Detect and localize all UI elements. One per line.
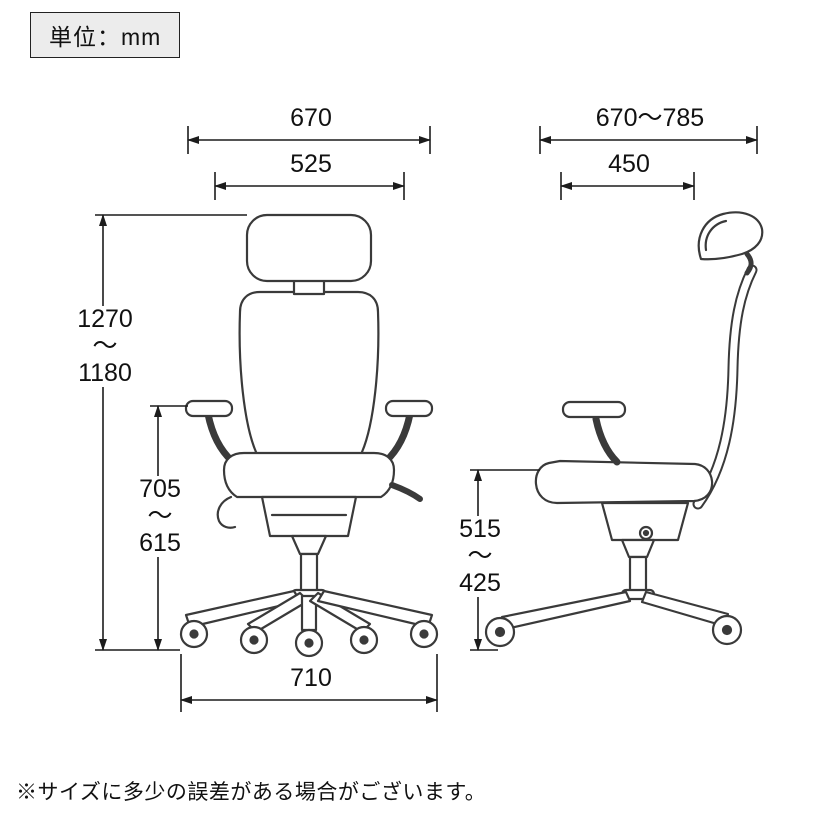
- front-seat: [222, 451, 396, 499]
- dim-front-overall-width: 670: [279, 104, 343, 133]
- side-headrest-seam: [704, 219, 728, 252]
- side-knob-dot: [642, 529, 650, 537]
- front-headrest: [245, 213, 373, 283]
- dim-side-overall-depth: 670〜785: [573, 104, 727, 133]
- side-armrest-post: [592, 415, 621, 466]
- side-cylinder-cone: [620, 538, 656, 559]
- front-backrest: [238, 290, 380, 465]
- dim-front-armrest-height: 705 〜 615: [123, 476, 197, 557]
- dim-side-seat-depth-line: [560, 172, 695, 200]
- front-view-chair-drawing: [179, 213, 439, 658]
- range-tilde: 〜: [467, 542, 493, 570]
- dim-side-seat-depth: 450: [597, 150, 661, 179]
- side-headrest-bracket: [744, 251, 754, 276]
- front-base-leg: [316, 589, 434, 629]
- front-cylinder-shaft: [299, 552, 319, 596]
- front-armrest-pad-left: [184, 399, 234, 418]
- front-caster-hub: [189, 629, 199, 639]
- front-caster-hub: [359, 635, 369, 645]
- side-caster-hub: [494, 626, 506, 638]
- dim-front-overall-height: 1270 〜 1180: [63, 306, 147, 387]
- side-caster-hub: [721, 624, 733, 636]
- side-armrest-pad: [561, 400, 627, 419]
- front-armrest-post-right: [382, 410, 414, 465]
- front-caster-hub: [304, 638, 314, 648]
- dim-front-overall-width-line: [187, 126, 431, 154]
- side-seat: [534, 459, 714, 505]
- dim-front-base-width: 710: [279, 664, 343, 693]
- dim-front-backrest-width-line: [214, 172, 405, 200]
- side-mechanism: [600, 501, 690, 542]
- side-headrest: [697, 211, 764, 261]
- front-lever: [389, 482, 423, 502]
- unit-label: 単位：mm: [30, 12, 181, 58]
- range-tilde: 〜: [147, 502, 173, 530]
- side-back-frame-inner: [694, 266, 756, 508]
- front-caster-hub: [249, 635, 259, 645]
- front-base-leg: [300, 594, 318, 632]
- range-tilde: 〜: [92, 332, 118, 360]
- dim-front-backrest-width: 525: [279, 150, 343, 179]
- dim-front-base-width-line: [180, 654, 438, 712]
- front-armrest-post-left: [204, 410, 236, 465]
- dim-value-max: 515: [459, 515, 501, 543]
- dim-side-seat-height: 515 〜 425: [443, 516, 517, 597]
- side-view-chair-drawing: [484, 211, 764, 648]
- dim-front-overall-height-line: [95, 214, 247, 651]
- front-caster-hub: [419, 629, 429, 639]
- front-left-tab: [216, 495, 237, 529]
- side-base-leg: [500, 590, 632, 631]
- front-armrest-pad-right: [384, 399, 434, 418]
- dim-value-min: 615: [139, 529, 181, 557]
- front-cylinder-cone: [290, 534, 328, 556]
- dim-value-max: 705: [139, 475, 181, 503]
- dim-value-min: 1180: [78, 359, 132, 387]
- front-mechanism: [260, 495, 358, 538]
- size-tolerance-note: ※サイズに多少の誤差がある場合がございます。: [16, 781, 487, 804]
- dim-value-max: 1270: [77, 305, 133, 333]
- dim-side-depth-line: [539, 126, 758, 154]
- dim-value-min: 425: [459, 569, 501, 597]
